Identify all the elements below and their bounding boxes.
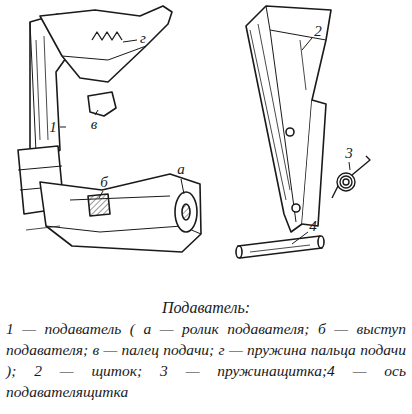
- shield-part: [246, 6, 331, 232]
- spring-part: [332, 156, 370, 198]
- callout-number: 2: [314, 24, 322, 39]
- callout-number: 3: [345, 146, 353, 161]
- caption: 1 — подаватель ( а — ролик подавателя; б…: [6, 318, 406, 402]
- callout-letter: б: [100, 175, 108, 190]
- axle-part: [236, 236, 324, 258]
- callout-number: 1: [49, 120, 57, 135]
- callout-letter: в: [91, 117, 98, 132]
- title: Подаватель:: [0, 298, 412, 318]
- callout-letter: г: [140, 31, 146, 46]
- feeder-part: [18, 6, 201, 252]
- leader-lines: [60, 38, 350, 244]
- callout-letter: а: [177, 162, 185, 177]
- callout-number: 4: [309, 219, 317, 234]
